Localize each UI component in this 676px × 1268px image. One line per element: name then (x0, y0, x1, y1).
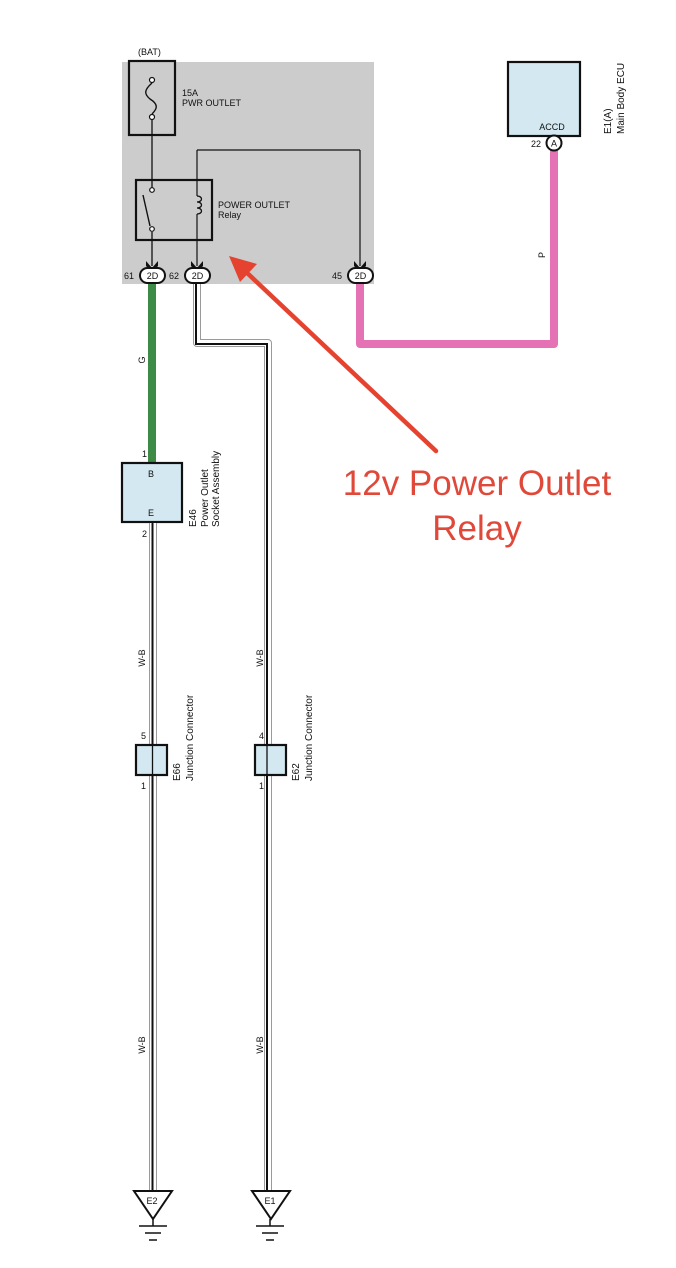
ecu-terminal: ACCD (539, 122, 565, 132)
annotation-arrow (229, 256, 439, 454)
connector-62: 2D (184, 267, 211, 284)
svg-text:2D: 2D (147, 271, 159, 281)
e62-pin-top: 4 (259, 731, 264, 741)
wire-pink-label: P (537, 252, 547, 258)
junction-e66 (134, 743, 169, 777)
wire-wb-relay-label: W-B (255, 649, 265, 666)
e62-name: Junction Connector (304, 694, 315, 781)
e66-code: E66 (172, 763, 183, 781)
connector-61: 2D (139, 267, 166, 284)
svg-text:E: E (148, 508, 154, 518)
fuse-name: PWR OUTLET (182, 98, 242, 108)
e62-pin-bottom: 1 (259, 781, 264, 791)
annotation-line2: Relay (432, 509, 522, 548)
svg-text:2D: 2D (355, 271, 367, 281)
arrow-head-icon (229, 256, 257, 282)
socket-pin-top: 1 (142, 449, 147, 459)
svg-text:B: B (148, 469, 154, 479)
wire-wb-socket-label: W-B (137, 649, 147, 666)
socket-name-1: Power Outlet (200, 469, 211, 527)
wire-pink (356, 146, 558, 348)
battery-label: (BAT) (138, 47, 161, 57)
ecu-pin: 22 (531, 139, 541, 149)
pin-45: 45 (332, 271, 342, 281)
wire-wb-e62-label: W-B (255, 1036, 265, 1053)
ecu-name: Main Body ECU (616, 63, 627, 134)
junction-block (122, 62, 374, 284)
relay-name: POWER OUTLET (218, 200, 291, 210)
svg-text:2D: 2D (192, 271, 204, 281)
pin-62: 62 (169, 271, 179, 281)
ground-e2: E2 (132, 1190, 174, 1241)
ground-e1-label: E1 (264, 1196, 275, 1206)
socket-code: E46 (188, 509, 199, 527)
junction-e62 (253, 743, 288, 777)
ground-e2-label: E2 (146, 1196, 157, 1206)
ecu-connector-label: A (551, 139, 557, 149)
relay-sub: Relay (218, 210, 242, 220)
wire-wb-e66-label: W-B (137, 1036, 147, 1053)
wire-green (148, 282, 156, 463)
ecu-connector (545, 134, 563, 152)
relay-coil-icon (196, 195, 203, 215)
socket-pin-bottom: 2 (142, 529, 147, 539)
main-body-ecu: ACCD (506, 60, 582, 138)
wire-green-label: G (137, 356, 147, 363)
relay (134, 178, 214, 242)
e66-name: Junction Connector (185, 694, 196, 781)
power-outlet-socket: B E (120, 461, 184, 524)
e66-pin-bottom: 1 (141, 781, 146, 791)
ecu-code: E1(A) (603, 108, 614, 134)
annotation-line1: 12v Power Outlet (343, 464, 612, 503)
connector-45: 2D (347, 267, 374, 284)
pin-61: 61 (124, 271, 134, 281)
fuse-rating: 15A (182, 88, 198, 98)
e62-code: E62 (291, 763, 302, 781)
relay-switch-icon (142, 194, 151, 227)
fuse-element-icon (145, 82, 157, 115)
socket-name-2: Socket Assembly (211, 451, 222, 527)
e66-pin-top: 5 (141, 731, 146, 741)
ground-e1: E1 (250, 1190, 292, 1241)
